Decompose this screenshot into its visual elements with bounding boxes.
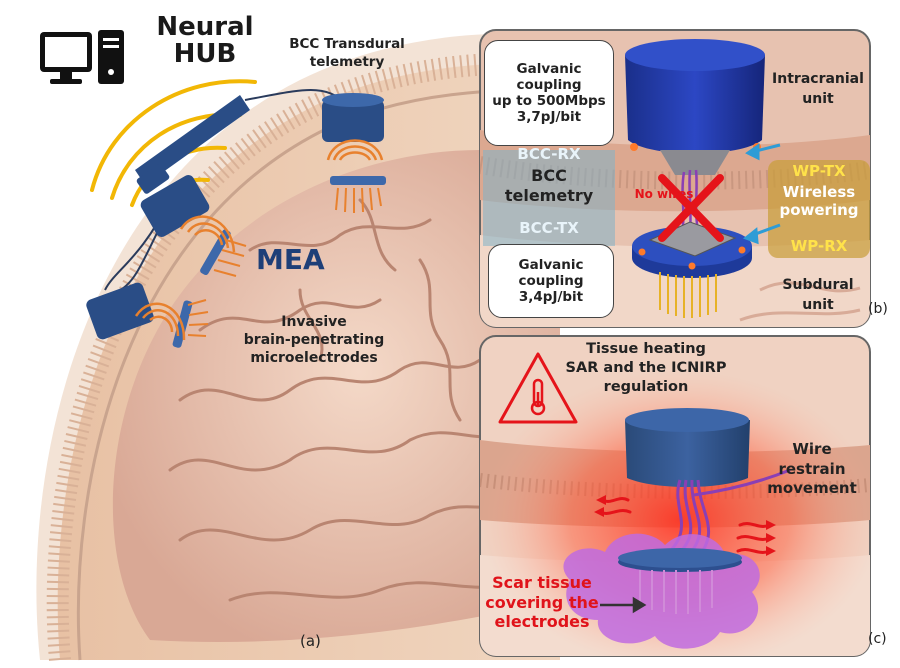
- panel-a-illustration: [36, 33, 562, 661]
- tissue-heating-label: Tissue heating SAR and the ICNIRP regula…: [556, 340, 736, 397]
- warning-thermometer-icon: [498, 352, 578, 424]
- galvanic-bottom-line3: 3,4pJ/bit: [518, 289, 584, 306]
- neural-hub-title-line2: HUB: [173, 39, 237, 70]
- mea-unit-lower: [86, 282, 209, 348]
- galvanic-top-line2: coupling: [516, 76, 582, 93]
- wire-restrain-line2: restrain: [778, 459, 846, 478]
- bcc-transdural-label-line1: BCC Transdural: [289, 36, 405, 52]
- bcc-rx-label: BCC-RX: [517, 145, 581, 163]
- tissue-heating-line3: regulation: [603, 378, 689, 395]
- scar-tissue-line3: electrodes: [494, 612, 590, 632]
- panel-c-caption: (c): [868, 631, 887, 647]
- scar-tissue-line2: covering the: [485, 592, 599, 612]
- microelectrodes-label-line1: Invasive: [281, 314, 347, 330]
- wire-restrain-label: Wire restrain movement: [760, 440, 864, 499]
- neural-hub-device: [135, 95, 250, 194]
- red-x-icon: [658, 174, 724, 242]
- microelectrodes-label-line3: microelectrodes: [250, 349, 378, 366]
- wireless-powering-label: Wireless powering: [768, 183, 870, 219]
- panel-a-caption: (a): [300, 632, 321, 650]
- galvanic-coupling-bottom-box: Galvanic coupling 3,4pJ/bit: [488, 244, 614, 318]
- intracranial-unit-device: [625, 39, 765, 175]
- bcc-telemetry-line2: telemetry: [504, 186, 594, 205]
- galvanic-top-line1: Galvanic: [516, 60, 582, 77]
- no-wires-label: No wires: [634, 187, 694, 201]
- neural-hub-title-line1: Neural: [156, 12, 254, 42]
- bcc-telemetry-label: BCC telemetry: [484, 166, 614, 206]
- microelectrodes-label-line2: brain-penetrating: [243, 331, 385, 348]
- intracranial-line2: unit: [802, 90, 834, 107]
- neural-hub-title: Neural HUB: [150, 12, 260, 70]
- galvanic-coupling-top-box: Galvanic coupling up to 500Mbps 3,7pJ/bi…: [484, 40, 614, 146]
- galvanic-top-line4: 3,7pJ/bit: [516, 109, 582, 126]
- bcc-tx-label: BCC-TX: [519, 219, 579, 237]
- mea-label: MEA: [256, 243, 325, 276]
- computer-icon: [40, 30, 124, 84]
- panel-b-caption: (b): [868, 301, 888, 317]
- subdural-unit-label: Subdural unit: [768, 276, 868, 315]
- scar-tissue-label: Scar tissue covering the electrodes: [484, 573, 600, 632]
- wireless-powering-line1: Wireless: [782, 183, 856, 201]
- wp-rx-label: WP-RX: [790, 237, 848, 255]
- bcc-transdural-unit: [322, 93, 386, 213]
- wireless-powering-line2: powering: [779, 201, 859, 219]
- bcc-transdural-label-line2: telemetry: [309, 53, 385, 70]
- intracranial-unit-label: Intracranial unit: [768, 70, 868, 109]
- tissue-heating-line1: Tissue heating: [586, 341, 706, 357]
- bcc-transdural-label: BCC Transdural telemetry: [276, 36, 418, 71]
- microelectrodes-label: Invasive brain-penetrating microelectrod…: [236, 314, 392, 368]
- wire-restrain-line1: Wire: [792, 440, 832, 458]
- subdural-line1: Subdural: [782, 277, 854, 293]
- tissue-heating-line2: SAR and the ICNIRP: [565, 359, 727, 376]
- intracranial-line1: Intracranial: [772, 71, 864, 87]
- galvanic-bottom-line1: Galvanic: [518, 256, 584, 273]
- mea-unit-upper: [140, 175, 247, 277]
- panel-c: [479, 335, 871, 657]
- bcc-telemetry-line1: BCC: [531, 166, 567, 185]
- subdural-line2: unit: [802, 296, 834, 313]
- scar-tissue-line1: Scar tissue: [492, 573, 592, 592]
- wp-tx-label: WP-TX: [792, 162, 846, 180]
- galvanic-top-line3: up to 500Mbps: [492, 93, 606, 109]
- wire-restrain-line3: movement: [767, 479, 857, 497]
- galvanic-bottom-line2: coupling: [518, 272, 584, 289]
